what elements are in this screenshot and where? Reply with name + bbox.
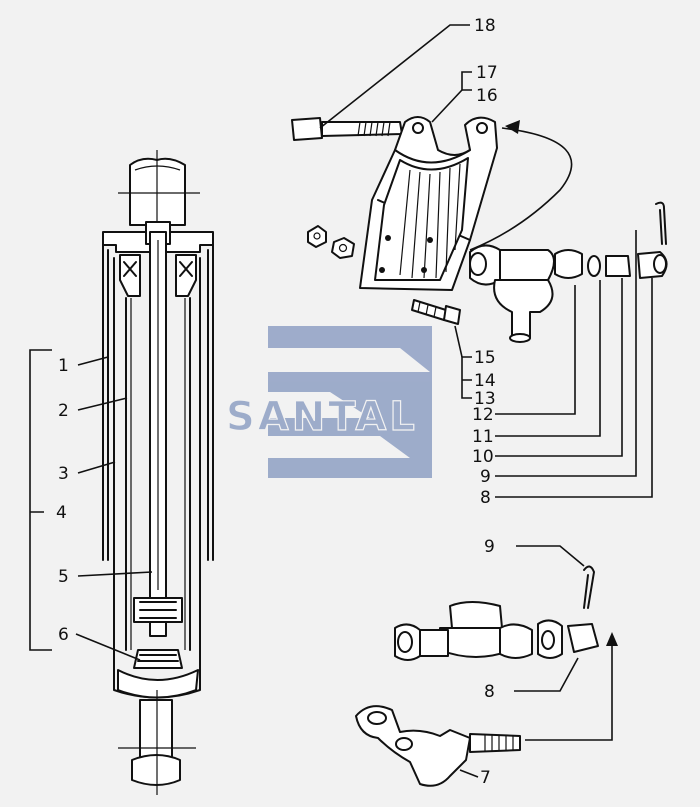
cotter-pin-lower (583, 565, 595, 609)
label-17: 17 (476, 63, 498, 83)
label-14: 14 (474, 371, 496, 391)
leader-lines-left (75, 356, 153, 661)
cotter-pin (655, 201, 667, 245)
castle-nut-9 (605, 255, 631, 277)
bracket-assembly (291, 116, 668, 343)
label-15: 15 (474, 348, 496, 368)
label-5: 5 (58, 567, 69, 587)
label-9-top: 9 (480, 467, 491, 487)
castle-nut-lower (567, 623, 599, 653)
base-valve (133, 649, 183, 669)
label-7: 7 (480, 768, 491, 788)
label-2: 2 (58, 401, 69, 421)
bolt-15 (411, 299, 447, 321)
washer-10 (587, 255, 601, 277)
washer (331, 237, 355, 259)
working-cylinder (125, 297, 191, 651)
label-3: 3 (58, 464, 69, 484)
label-12: 12 (472, 405, 494, 425)
pivot-pin-housing (499, 249, 555, 281)
label-1: 1 (58, 356, 69, 376)
label-8-top: 8 (480, 488, 491, 508)
label-6: 6 (58, 625, 69, 645)
bolt-18 (291, 117, 323, 141)
label-11: 11 (472, 427, 494, 447)
label-4: 4 (56, 503, 67, 523)
nut (307, 225, 327, 248)
santal-watermark: SANTAL (225, 326, 432, 478)
label-13: 13 (474, 389, 496, 409)
lever-arm-7 (355, 705, 471, 787)
lower-pin-assembly (355, 545, 618, 787)
label-8-bottom: 8 (484, 682, 495, 702)
part-number-labels: 1 2 3 4 5 6 18 17 16 15 14 13 12 11 10 9… (56, 16, 498, 788)
group-bracket-4 (29, 349, 52, 651)
protective-cover (102, 244, 214, 561)
label-10: 10 (472, 447, 494, 467)
leader-lines-top (319, 24, 653, 498)
watermark-text: SANTAL (226, 394, 418, 440)
shock-absorber-assembly (102, 150, 214, 795)
label-16: 16 (476, 86, 498, 106)
label-9-bottom: 9 (484, 537, 495, 557)
label-18: 18 (474, 16, 496, 36)
